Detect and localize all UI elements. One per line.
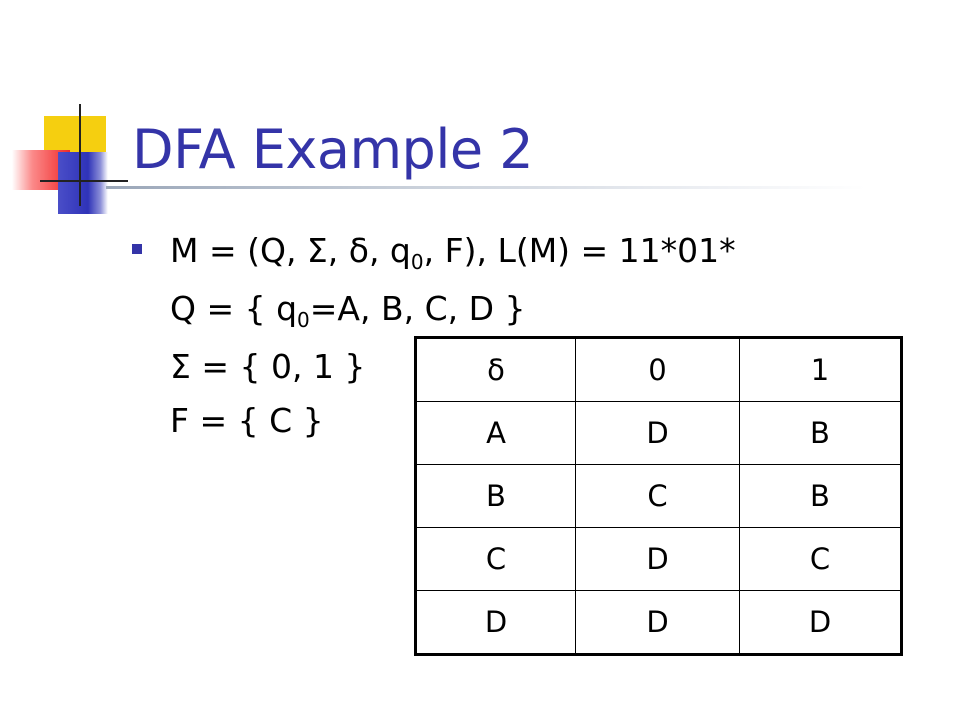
table-header-cell: δ xyxy=(415,337,576,402)
table-cell: B xyxy=(739,464,902,528)
decor-blue-square xyxy=(58,152,108,214)
table-cell: D xyxy=(575,590,740,655)
title-underline xyxy=(106,186,866,189)
table-cell: D xyxy=(739,590,902,655)
table-cell: C xyxy=(739,527,902,591)
table-cell: C xyxy=(575,464,740,528)
decor-horizontal-line xyxy=(40,180,128,182)
table-row: A D B xyxy=(415,401,902,465)
table-row: D D D xyxy=(415,590,902,655)
table-cell: A xyxy=(415,401,576,465)
table-row: C D C xyxy=(415,527,902,591)
table-cell: B xyxy=(739,401,902,465)
table-row: B C B xyxy=(415,464,902,528)
definition-line: Σ = { 0, 1 } xyxy=(170,347,366,386)
definition-line: F = { C } xyxy=(170,401,324,440)
table-cell: B xyxy=(415,464,576,528)
table-header-cell: 0 xyxy=(575,337,740,402)
table-header-cell: 1 xyxy=(739,337,902,402)
slide-title: DFA Example 2 xyxy=(132,118,534,181)
decor-vertical-line xyxy=(79,104,81,206)
definition-line: M = (Q, Σ, δ, q0, F), L(M) = 11*01* xyxy=(170,231,736,274)
transition-table: δ 0 1 A D B B C B C D C D D D xyxy=(414,336,903,656)
table-cell: D xyxy=(575,527,740,591)
table-cell: C xyxy=(415,527,576,591)
bullet-text: M = (Q, Σ, δ, q0, F), L(M) = 11*01* Q = … xyxy=(170,224,736,448)
table-cell: D xyxy=(575,401,740,465)
subscript: 0 xyxy=(410,250,424,274)
bullet-square-icon xyxy=(132,244,142,254)
table-cell: D xyxy=(415,590,576,655)
table-header-row: δ 0 1 xyxy=(415,337,902,402)
definition-line: Q = { q0=A, B, C, D } xyxy=(170,289,526,332)
subscript: 0 xyxy=(297,308,310,332)
